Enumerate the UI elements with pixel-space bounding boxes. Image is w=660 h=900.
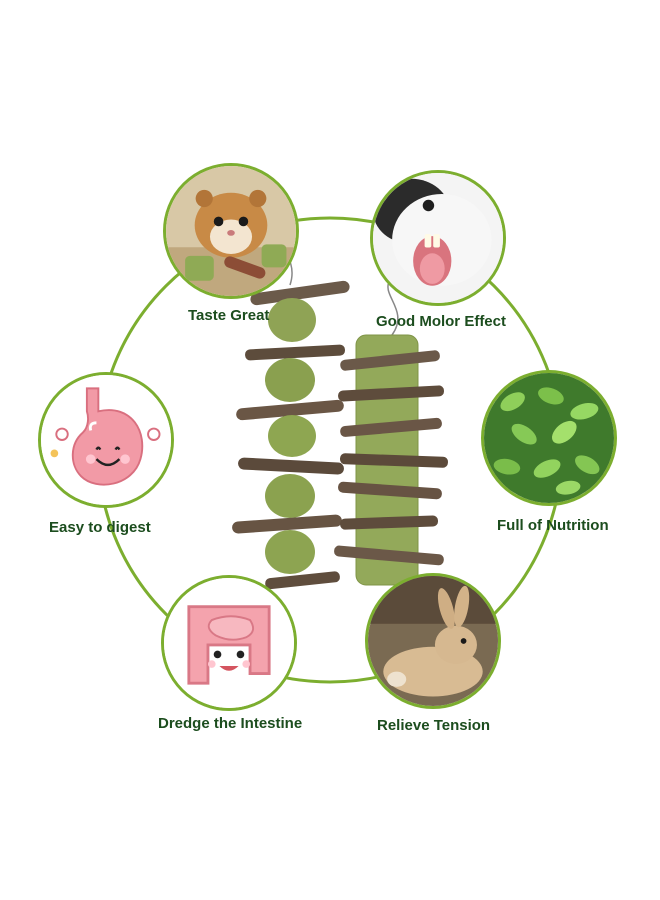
feature-label: Full of Nutrition xyxy=(497,517,609,534)
guinea-pig-teeth-photo-icon xyxy=(370,170,506,306)
feature-label: Dredge the Intestine xyxy=(158,715,303,732)
feature-label: Taste Great xyxy=(188,307,270,324)
feature-label: Relieve Tension xyxy=(377,717,491,734)
right-stack xyxy=(334,334,448,586)
happy-intestine-icon xyxy=(161,575,297,711)
alfalfa-leaves-photo-icon xyxy=(481,370,617,506)
hamster-photo-icon xyxy=(163,163,299,299)
happy-stomach-icon xyxy=(38,372,174,508)
rabbit-photo-icon xyxy=(365,573,501,709)
feature-label: Good Molor Effect xyxy=(376,313,506,330)
feature-label: Easy to digest xyxy=(49,519,151,536)
left-stack xyxy=(232,280,350,590)
